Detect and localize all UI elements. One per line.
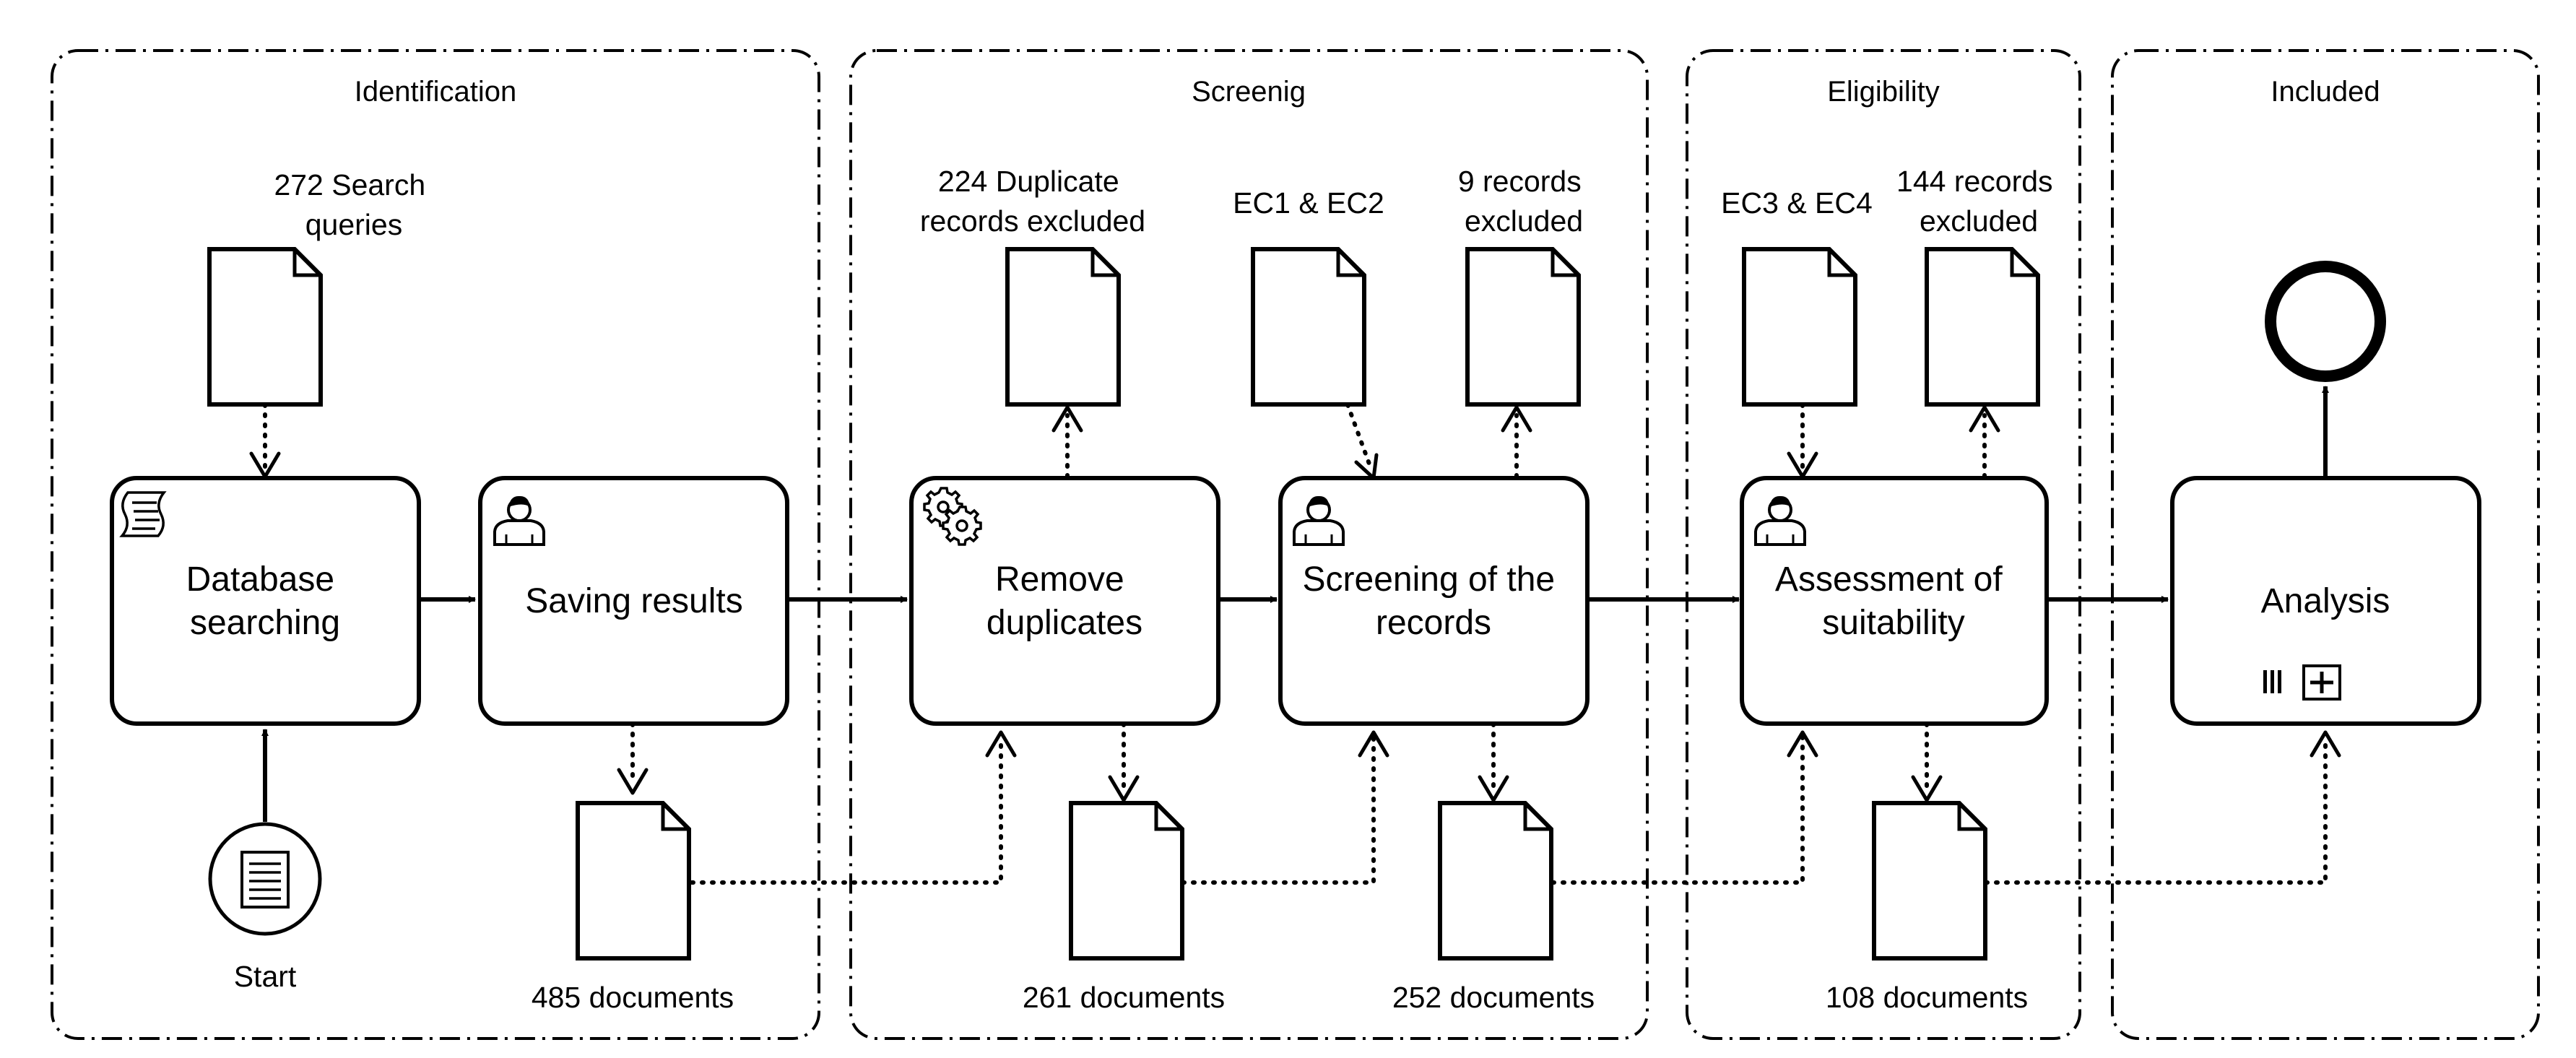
data-associations	[263, 402, 2328, 885]
assoc-252-to-assessment	[1551, 734, 1805, 885]
task-label-line-2: searching	[190, 604, 340, 642]
doc-search-queries[interactable]: 272 Search queries	[209, 168, 434, 404]
task-label: Database searching	[186, 560, 344, 642]
association-arrowheads	[249, 405, 2341, 802]
start-label: Start	[234, 960, 297, 993]
lane-title-included: Included	[2271, 76, 2380, 108]
task-screening-records[interactable]: Screening of the records	[1278, 476, 1590, 726]
doc-label-line-1: 9 records	[1458, 165, 1582, 198]
lane-eligibility: Eligibility	[1686, 49, 2081, 1040]
doc-label: 224 Duplicate records excluded	[920, 165, 1145, 238]
lane-screening: Screenig	[849, 49, 1649, 1040]
message-start-icon	[240, 851, 290, 909]
task-label-line-1: Remove	[995, 560, 1124, 599]
doc-label: 485 documents	[532, 981, 734, 1014]
assoc-261-to-screening	[1181, 734, 1376, 885]
doc-label: 252 documents	[1392, 981, 1595, 1014]
doc-label-line-2: records excluded	[920, 204, 1145, 238]
parallel-multi-instance-icon	[2263, 670, 2281, 693]
end-event[interactable]	[2265, 261, 2386, 382]
assoc-485-to-remove	[690, 734, 1003, 885]
doc-261-documents[interactable]: 261 documents	[1023, 803, 1225, 1014]
doc-duplicates-excluded[interactable]: 224 Duplicate records excluded	[920, 165, 1145, 404]
task-label: Saving results	[525, 582, 742, 620]
doc-label: 261 documents	[1023, 981, 1225, 1014]
doc-label-line-1: 224 Duplicate	[938, 165, 1119, 198]
task-label-line-2: records	[1376, 604, 1491, 642]
doc-label: 108 documents	[1826, 981, 2028, 1014]
doc-label-line-2: excluded	[1465, 204, 1583, 238]
task-analysis[interactable]: Analysis	[2170, 476, 2481, 726]
task-label-line-2: duplicates	[986, 604, 1142, 642]
doc-label: EC1 & EC2	[1233, 186, 1384, 220]
task-label-line-1: Assessment of	[1775, 560, 2003, 599]
doc-label: 144 records excluded	[1896, 165, 2061, 238]
task-assessment-of-suitability[interactable]: Assessment of suitability	[1740, 476, 2049, 726]
doc-108-documents[interactable]: 108 documents	[1826, 803, 2028, 1014]
doc-9-records-excluded[interactable]: 9 records excluded	[1458, 165, 1590, 404]
task-label: Assessment of suitability	[1775, 560, 2012, 642]
doc-ec1-ec2[interactable]: EC1 & EC2	[1233, 186, 1384, 404]
task-label-line-1: Database	[186, 560, 334, 599]
assoc-ec1-to-screening	[1345, 402, 1372, 468]
lane-title-identification: Identification	[355, 76, 517, 108]
lane-title-screening: Screenig	[1192, 76, 1306, 108]
lane-title-eligibility: Eligibility	[1827, 76, 1940, 108]
sequence-flows	[261, 386, 2329, 822]
lane-included: Included	[2111, 49, 2540, 1040]
doc-144-records-excluded[interactable]: 144 records excluded	[1896, 165, 2061, 404]
doc-label: 272 Search queries	[274, 168, 433, 241]
doc-label-line-2: queries	[305, 208, 402, 241]
doc-label-line-1: 144 records	[1896, 165, 2053, 198]
doc-ec3-ec4[interactable]: EC3 & EC4	[1721, 186, 1873, 404]
task-label-line-2: suitability	[1822, 604, 1964, 642]
task-database-searching[interactable]: Database searching	[110, 476, 421, 726]
script-icon	[119, 491, 167, 537]
task-label: Analysis	[2261, 582, 2390, 620]
lane-identification: Identification	[51, 49, 820, 1040]
doc-label-line-2: excluded	[1920, 204, 2038, 238]
doc-label: 9 records excluded	[1458, 165, 1590, 238]
start-event[interactable]	[208, 822, 322, 936]
task-label: Screening of the records	[1303, 560, 1565, 642]
task-saving-results[interactable]: Saving results	[478, 476, 789, 726]
doc-label: EC3 & EC4	[1721, 186, 1873, 220]
task-label-line-1: Screening of the	[1303, 560, 1556, 599]
doc-485-documents[interactable]: 485 documents	[532, 803, 734, 1014]
task-remove-duplicates[interactable]: Remove duplicates	[909, 476, 1220, 726]
subprocess-plus-icon	[2302, 664, 2341, 701]
doc-label-line-1: 272 Search	[274, 168, 425, 201]
doc-252-documents[interactable]: 252 documents	[1392, 803, 1595, 1014]
gears-icon	[923, 487, 982, 546]
task-label: Remove duplicates	[986, 560, 1142, 642]
assoc-108-to-analysis	[1984, 734, 2328, 885]
